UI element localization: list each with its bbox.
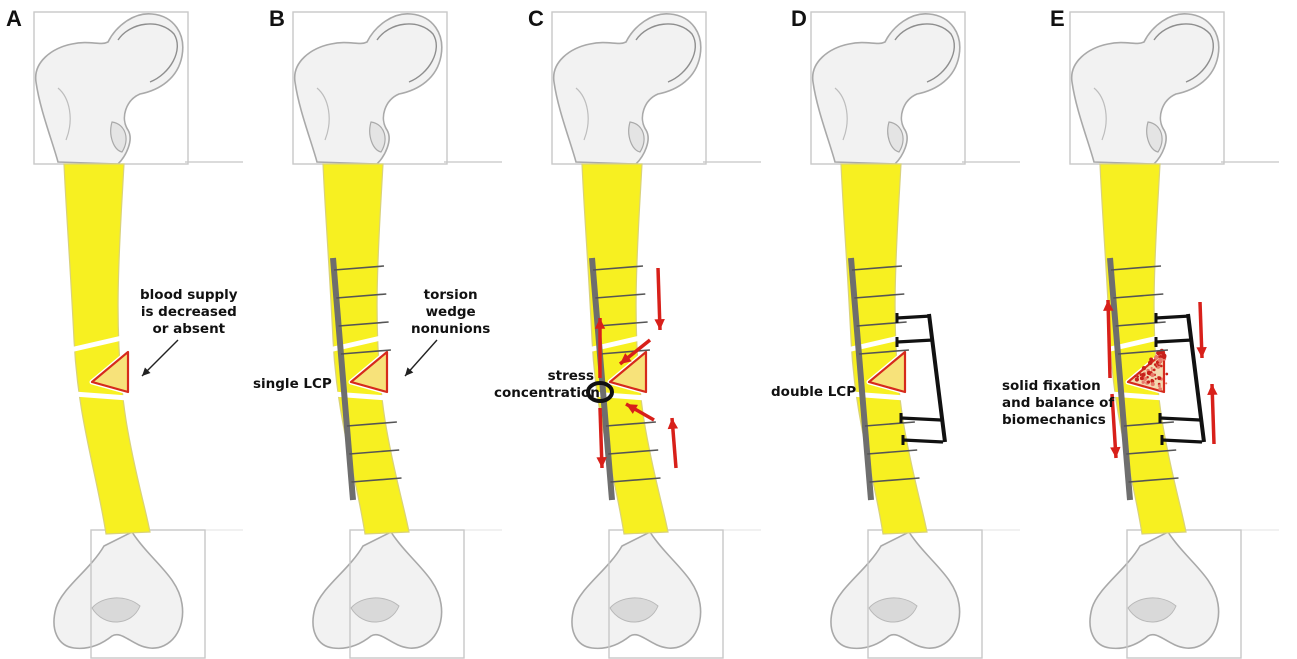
callus-speck [1155, 365, 1157, 367]
panel-b: B torsion wedge nonunions single LCP [259, 0, 518, 659]
distal-femur [313, 532, 442, 648]
distal-femur [54, 532, 183, 648]
femur-illustration [777, 0, 1036, 659]
medial-screw [897, 316, 931, 318]
red-arrow-down-head [1196, 347, 1206, 358]
callus-speck [1138, 372, 1140, 374]
medial-screw [1160, 418, 1200, 420]
callus-speck [1160, 351, 1163, 354]
red-arrow-up-head [668, 418, 678, 429]
callus-speck [1160, 365, 1163, 368]
distal-femur [572, 532, 701, 648]
panel-letter: A [6, 6, 22, 32]
panel-letter: C [528, 6, 544, 32]
callus-speck [1148, 361, 1153, 366]
solid-fixation-label: solid fixation and balance of biomechani… [1002, 378, 1114, 429]
medial-screw [897, 340, 933, 342]
proximal-femur [295, 14, 442, 164]
callus-speck [1142, 381, 1145, 384]
callus-speck [1135, 377, 1139, 381]
proximal-femur [813, 14, 960, 164]
callus-speck [1158, 384, 1161, 387]
callus-speck [1162, 354, 1167, 359]
panel-a: A blood supply is decreased or absent [0, 0, 259, 659]
medial-screw [1162, 440, 1202, 442]
proximal-femur [554, 14, 701, 164]
callus-speck [1157, 376, 1161, 380]
callus-speck [1151, 382, 1155, 386]
medial-screw [901, 418, 941, 420]
femur-illustration [1036, 0, 1295, 659]
torsion-wedge-label: torsion wedge nonunions [411, 287, 490, 338]
distal-femur [831, 532, 960, 648]
callus-speck [1165, 373, 1168, 376]
red-arrow-down-head [596, 457, 606, 468]
callus-speck [1165, 382, 1167, 384]
callus-speck [1155, 378, 1157, 380]
callus-speck [1142, 366, 1146, 370]
callus-speck [1150, 373, 1154, 377]
panel-letter: D [791, 6, 807, 32]
medial-screw [1156, 340, 1192, 342]
red-arrow-up [1108, 300, 1110, 378]
callus-speck [1147, 380, 1150, 383]
callus-speck [1158, 387, 1162, 391]
medial-screw [903, 440, 943, 442]
callus-speck [1141, 373, 1145, 377]
callus-speck [1137, 375, 1139, 377]
callus-speck [1151, 367, 1153, 369]
callus-speck [1158, 358, 1162, 362]
stress-concentration-label: stress concentration [494, 368, 594, 402]
medial-screw [1156, 316, 1190, 318]
red-arrow-up-head [1207, 384, 1217, 395]
single-lcp-label: single LCP [253, 376, 332, 393]
panel-letter: B [269, 6, 285, 32]
proximal-femur [1072, 14, 1219, 164]
red-arrow-down-head [654, 319, 664, 330]
blood-supply-label: blood supply is decreased or absent [140, 287, 238, 338]
femur-illustration [518, 0, 777, 659]
panel-d: D double LCP [777, 0, 1036, 659]
red-arrow-down-head [1110, 447, 1120, 458]
callus-speck [1151, 379, 1154, 382]
callus-speck [1153, 369, 1156, 372]
panel-c: C stress concentration [518, 0, 777, 659]
panel-letter: E [1050, 6, 1065, 32]
callus-speck [1134, 375, 1136, 377]
panel-e: E solid fixation and balance of biomecha… [1036, 0, 1295, 659]
distal-femur [1090, 532, 1219, 648]
callus-speck [1154, 356, 1158, 360]
double-lcp-label: double LCP [771, 384, 856, 401]
proximal-femur [36, 14, 183, 164]
medial-lcp-plate [929, 314, 945, 442]
